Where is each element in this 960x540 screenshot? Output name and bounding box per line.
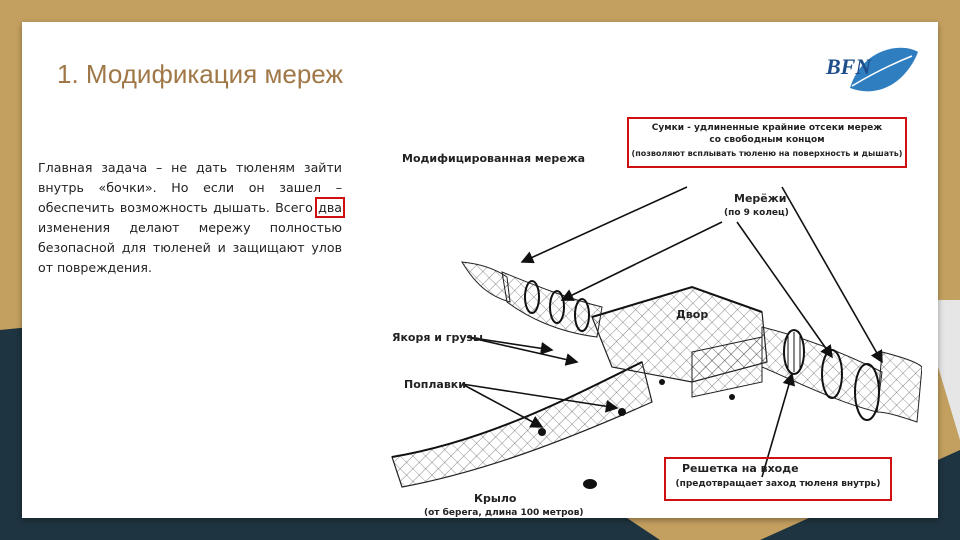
- fishing-net-illustration: [391, 186, 922, 489]
- bags-callout-box: [627, 117, 907, 168]
- body-text-end: изменения делают мережу полностью безопа…: [38, 220, 342, 275]
- wing-sub-label: (от берега, длина 100 метров): [424, 508, 584, 518]
- body-text-start: Главная задача – не дать тюленям зайти в…: [38, 160, 342, 215]
- wing-label: Крыло: [474, 492, 517, 505]
- bfn-logo: BFN: [822, 38, 922, 102]
- grid-callout-box: [664, 457, 892, 501]
- floats-label: Поплавки: [404, 378, 466, 391]
- leaf-logo-icon: [850, 47, 918, 92]
- nets-label: Мерёжи: [734, 192, 787, 205]
- bags-title: Сумки - удлиненные крайние отсеки мереж: [651, 123, 883, 133]
- grid-title: Решетка на входе: [682, 462, 799, 475]
- bags-title-line2: со свободным концом: [709, 135, 825, 145]
- slide: 1. Модификация мереж BFN Главная задача …: [22, 22, 938, 518]
- logo-text: BFN: [826, 54, 872, 79]
- yard-label: Двор: [676, 308, 709, 321]
- net-diagram: Модифицированная мережа Сумки - удлиненн…: [362, 112, 922, 518]
- highlighted-word: два: [315, 197, 345, 218]
- body-paragraph: Главная задача – не дать тюленям зайти в…: [38, 158, 345, 278]
- bags-note: (позволяют всплывать тюленю на поверхнос…: [631, 149, 903, 158]
- slide-title: 1. Модификация мереж: [57, 59, 343, 89]
- nets-sub-label: (по 9 колец): [724, 208, 789, 218]
- grid-note: (предотвращает заход тюленя внутрь): [675, 479, 881, 489]
- anchors-label: Якоря и грузы: [392, 331, 483, 344]
- diagram-heading: Модифицированная мережа: [402, 152, 586, 165]
